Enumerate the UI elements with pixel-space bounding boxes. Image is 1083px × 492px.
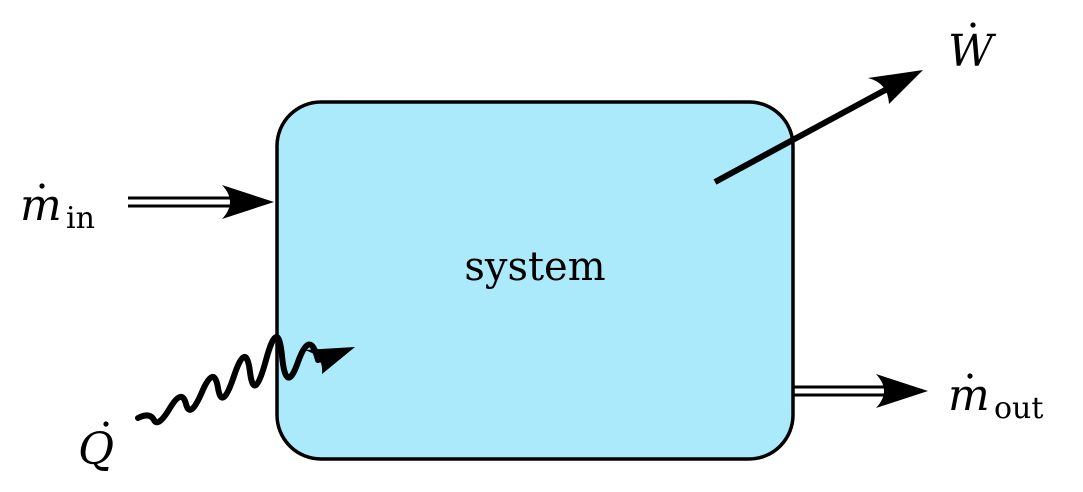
- mass-in-label: m in: [20, 180, 95, 236]
- work-arrow: [713, 70, 923, 185]
- work-label: W: [948, 22, 997, 77]
- heat-label: Q: [78, 421, 114, 475]
- system-label: system: [464, 244, 605, 290]
- mass-in-arrow: [128, 185, 274, 219]
- svg-text:m: m: [948, 370, 990, 421]
- svg-text:out: out: [994, 391, 1043, 426]
- svg-text:W: W: [948, 26, 997, 77]
- dot-accent: [103, 421, 109, 427]
- svg-text:in: in: [66, 201, 95, 236]
- system-box: [275, 100, 795, 461]
- dot-accent: [970, 22, 976, 28]
- dot-accent: [967, 373, 973, 379]
- mass-out-arrow: [793, 374, 928, 408]
- mass-out-label: m out: [948, 370, 1043, 426]
- heat-arrow: [135, 334, 355, 426]
- svg-text:m: m: [20, 180, 62, 231]
- svg-text:Q: Q: [78, 424, 114, 475]
- dot-accent: [39, 183, 45, 189]
